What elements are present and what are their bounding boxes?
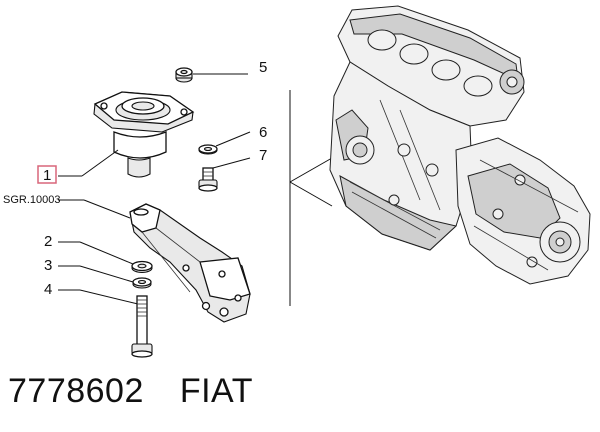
engine-mount-part [93, 91, 195, 178]
callout-1-label: 1 [43, 167, 51, 184]
washer-part-2 [131, 260, 153, 274]
callout-2-label: 2 [44, 233, 52, 250]
callout-3: 3 [44, 257, 134, 283]
reference-label: SGR.10003 [3, 194, 60, 206]
callout-2: 2 [44, 233, 134, 265]
callout-5: 5 [193, 59, 267, 76]
callout-7: 7 [212, 147, 267, 169]
part-number: 7778602 [8, 372, 144, 410]
callout-6: 6 [215, 124, 267, 147]
bolt-part-short [198, 167, 218, 192]
bolt-part-long [131, 295, 153, 358]
brand-name: FIAT [179, 372, 253, 410]
part-number-footer: 7778602 FIAT [8, 372, 253, 411]
callout-4-label: 4 [44, 281, 52, 298]
callout-5-label: 5 [259, 59, 267, 76]
washer-part-3 [132, 277, 152, 289]
callout-7-label: 7 [259, 147, 267, 164]
support-bracket-part [129, 203, 251, 323]
callout-4: 4 [44, 281, 139, 305]
reference-callout: SGR.10003 [3, 194, 131, 219]
callout-3-label: 3 [44, 257, 52, 274]
nut-part [175, 67, 193, 83]
callout-1: 1 [37, 149, 119, 184]
callout-6-label: 6 [259, 124, 267, 141]
group-bracket [289, 90, 333, 306]
engine-assembly-illustration [329, 5, 591, 285]
washer-part-top [198, 144, 218, 155]
